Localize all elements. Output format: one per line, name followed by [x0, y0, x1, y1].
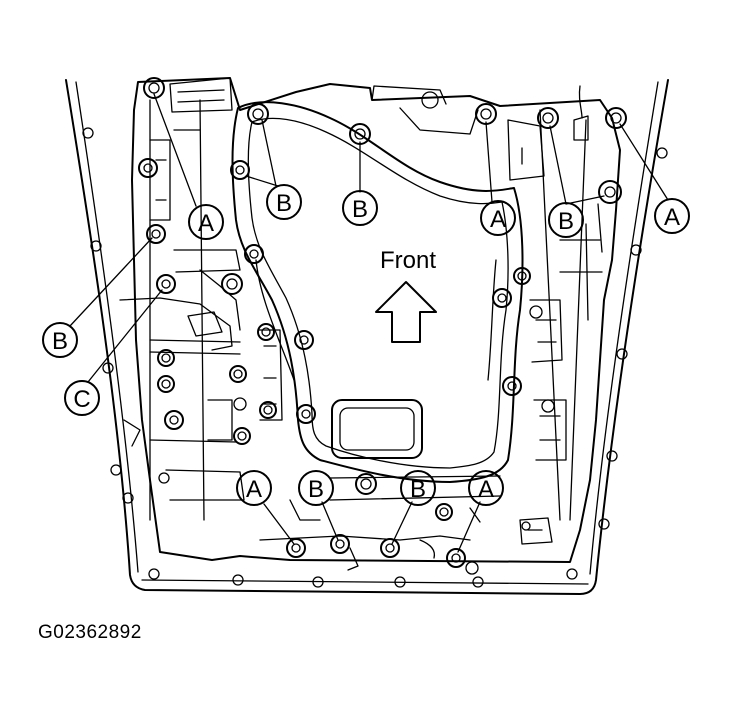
callout-b: B: [342, 190, 378, 226]
callout-label: A: [490, 206, 506, 233]
bolt-icon: [157, 349, 175, 367]
bolt-icon: [146, 224, 166, 244]
bolt-icon: [502, 376, 522, 396]
callout-a: A: [480, 200, 516, 236]
callout-b: B: [400, 470, 436, 506]
bolt-icon: [435, 503, 453, 521]
callout-b: B: [298, 470, 334, 506]
bolt-icon: [138, 158, 158, 178]
bolt-icon: [157, 375, 175, 393]
callout-a: A: [468, 470, 504, 506]
front-label: Front: [380, 247, 436, 274]
callout-label: A: [246, 476, 262, 503]
callout-label: B: [276, 190, 292, 217]
bolt-icon: [143, 77, 165, 99]
callout-a: A: [236, 470, 272, 506]
bolt-icon: [259, 401, 277, 419]
callout-c: C: [64, 380, 100, 416]
bolt-icon: [380, 538, 400, 558]
bolt-icon: [537, 107, 559, 129]
separator-plate: [231, 101, 524, 483]
callout-b: B: [42, 322, 78, 358]
bolt-icon: [598, 180, 622, 204]
leader-lines: [69, 93, 669, 553]
callout-label: B: [52, 328, 68, 355]
front-arrow-icon: [375, 281, 437, 343]
bolt-icon: [233, 427, 251, 445]
callouts: A B B A B A B C: [42, 184, 690, 506]
callout-a: A: [188, 204, 224, 240]
callout-b: B: [266, 184, 302, 220]
callout-label: B: [558, 208, 574, 235]
valve-body-outline: [131, 77, 621, 563]
case-holes: [82, 127, 668, 588]
bolt-icon: [221, 273, 243, 295]
callout-a: A: [654, 198, 690, 234]
callout-label: B: [410, 476, 426, 503]
bolt-icon: [230, 160, 250, 180]
bolt-icon: [355, 473, 377, 495]
callout-b: B: [548, 202, 584, 238]
bolt-icon: [156, 274, 176, 294]
bolt-icon: [446, 548, 466, 568]
callout-label: A: [198, 210, 214, 237]
bolt-icon: [286, 538, 306, 558]
bolt-icon: [475, 103, 497, 125]
callout-label: B: [352, 196, 368, 223]
case-outline: [65, 79, 669, 595]
bolt-icon: [247, 103, 269, 125]
bolts: [138, 77, 627, 568]
bolt-icon: [330, 534, 350, 554]
callout-label: C: [73, 386, 90, 413]
bolt-icon: [294, 330, 314, 350]
valve-body-details: [119, 77, 603, 575]
bolt-icon: [492, 288, 512, 308]
bolt-icon: [296, 404, 316, 424]
figure-id: G02362892: [38, 622, 142, 643]
callout-label: A: [478, 476, 494, 503]
callout-label: B: [308, 476, 324, 503]
bolt-icon: [164, 410, 184, 430]
bolt-icon: [229, 365, 247, 383]
bolt-icon: [605, 107, 627, 129]
bolt-icon: [513, 267, 531, 285]
callout-label: A: [664, 204, 680, 231]
bolt-icon: [244, 244, 264, 264]
bolt-icon: [257, 323, 275, 341]
